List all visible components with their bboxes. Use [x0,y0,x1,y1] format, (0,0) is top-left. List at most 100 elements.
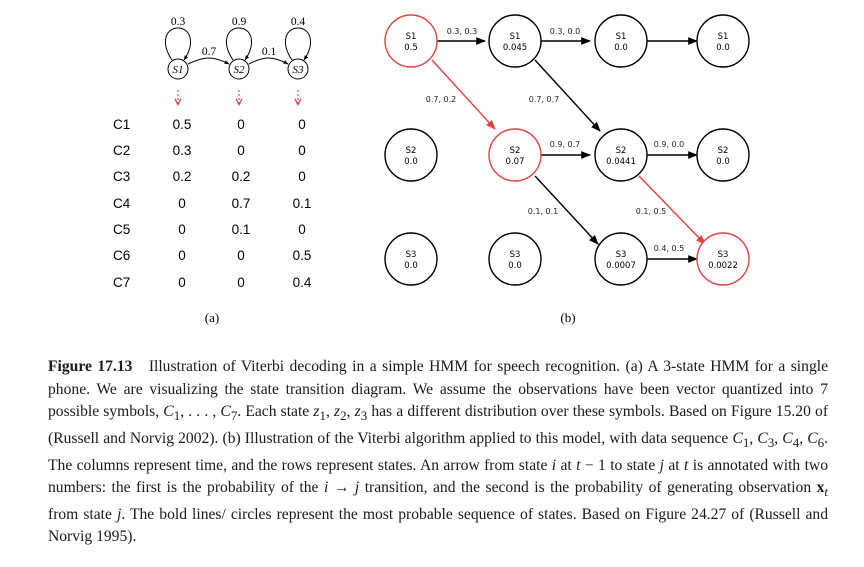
caption-text: − 1 to state [580,456,660,474]
caption-text: . The columns represent time, and the ro… [48,429,829,474]
caption-text: at [556,456,577,474]
symbol-label: C7 [113,275,130,290]
self-loop-prob-s2: 0.9 [232,16,247,28]
trellis-node-highlight [696,232,750,286]
caption-sub: t [824,484,829,500]
emission-value: 0 [298,143,306,158]
self-loop-s1 [164,27,192,61]
caption-text: transition, and the second is the probab… [359,479,817,497]
caption-math: t [684,456,689,474]
emission-value: 0.1 [232,222,251,237]
node-value: 0.0441 [606,157,636,167]
trellis-edge-highlight [638,175,706,245]
edge-label: 0.4, 0.5 [654,244,685,253]
caption-text: , [325,403,334,421]
self-loop-prob-s3: 0.4 [291,16,306,28]
node-state: S3 [510,250,521,260]
emission-value: 0.4 [293,275,312,290]
caption-text: , [749,429,758,447]
caption-sub: 2 [340,408,347,424]
node-value: 0.0 [508,261,522,271]
symbol-label: C2 [113,143,130,158]
trellis-node [384,128,438,182]
node-value: 0.07 [506,157,525,167]
transition-prob-s1-s2: 0.7 [202,46,217,58]
trellis-edge [534,175,599,245]
emission-value: 0.2 [173,169,192,184]
node-state: S2 [718,146,729,156]
caption-math: i [551,456,557,474]
symbol-label: C5 [113,222,130,237]
caption-sub: 7 [230,408,238,424]
trellis-edge-highlight [431,59,496,130]
node-state: S1 [718,32,729,42]
edge-label: 0.1, 0.1 [528,207,559,216]
trellis-node [696,128,750,182]
transition-prob-s2-s3: 0.1 [262,46,277,58]
caption-math: z [334,403,341,421]
trellis-node-highlight [488,128,542,182]
caption-sub: 1 [742,435,750,450]
state-s1-circle [167,58,189,80]
caption-math: i [323,479,329,497]
caption-text: at [664,456,685,474]
emission-value: 0 [237,117,245,132]
emission-value: 0.7 [232,196,251,211]
caption-text: → [328,479,355,497]
symbol-label: C6 [113,248,130,263]
node-state: S3 [718,250,729,260]
node-state: S3 [616,250,627,260]
emission-value: 0 [178,222,186,237]
self-loop-s3 [284,27,312,61]
panel-b-trellis: 0.3, 0.3 0.7, 0.2 0.3, 0.0 0.7, 0.7 0.9,… [384,14,750,286]
transition-s2-s3 [248,57,289,65]
edge-label: 0.3, 0.3 [447,27,478,36]
node-state: S2 [510,146,521,156]
caption-math: C [732,429,743,447]
caption-math: j [354,479,360,497]
edge-label: 0.1, 0.5 [636,207,667,216]
caption-math: z [313,403,320,421]
node-state: S2 [406,146,417,156]
figure-label: Figure 17.13 [48,358,133,375]
state-s2-circle [228,58,250,80]
edge-label: 0.7, 0.2 [426,95,457,104]
trellis-node [384,232,438,286]
emission-value: 0 [178,248,186,263]
caption-sub: 1 [319,408,326,424]
transition-s1-s2 [187,57,230,65]
caption-text: . The bold lines/ circles represent the … [48,505,829,546]
node-state: S1 [510,32,521,42]
panel-b-label: (b) [560,310,575,325]
trellis-node [594,14,648,68]
emission-value: 0 [237,248,245,263]
node-value: 0.0007 [606,261,636,271]
caption-math-bold: x [816,479,825,497]
emission-value: 0 [178,196,186,211]
emission-value: 0.2 [232,169,251,184]
trellis-node [594,232,648,286]
trellis-node [488,232,542,286]
caption-text: , [799,429,808,447]
caption-math: j [659,456,664,474]
caption-sub: 3 [360,408,368,424]
caption-sub: 6 [817,435,825,450]
trellis-node-highlight [384,14,438,68]
emission-value: 0 [298,222,306,237]
panel-a-state-diagram: 0.3 0.9 0.4 S1 S2 S3 0.7 0.1 [164,16,312,104]
self-loop-s2 [225,27,253,61]
caption-sub: 3 [767,435,775,450]
node-state: S1 [616,32,627,42]
edge-label: 0.7, 0.7 [529,95,560,104]
caption-text: , [774,429,783,447]
caption-text: , [346,403,355,421]
state-s2-label: S2 [234,64,246,76]
node-state: S2 [616,146,627,156]
caption-sub: 1 [173,408,181,424]
caption-math: C [163,403,174,421]
trellis-edge [534,59,601,132]
node-value: 0.0 [716,43,730,53]
caption-math: C [220,403,231,421]
node-value: 0.0 [716,157,730,167]
